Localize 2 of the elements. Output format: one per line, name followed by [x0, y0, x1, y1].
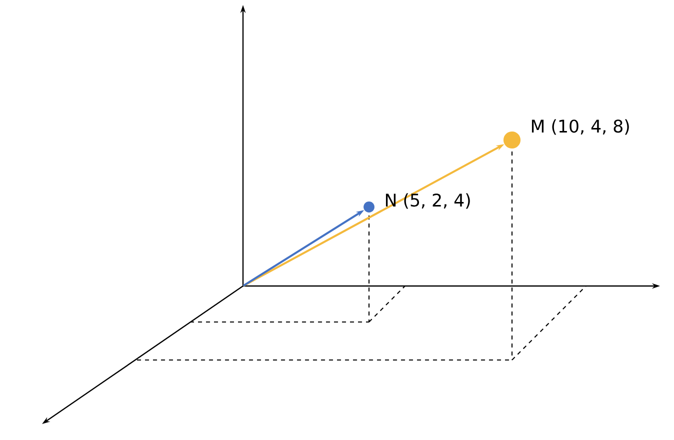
point-label: M (10, 4, 8) [532, 119, 629, 135]
point-label: N (5, 2, 4) [386, 193, 470, 209]
